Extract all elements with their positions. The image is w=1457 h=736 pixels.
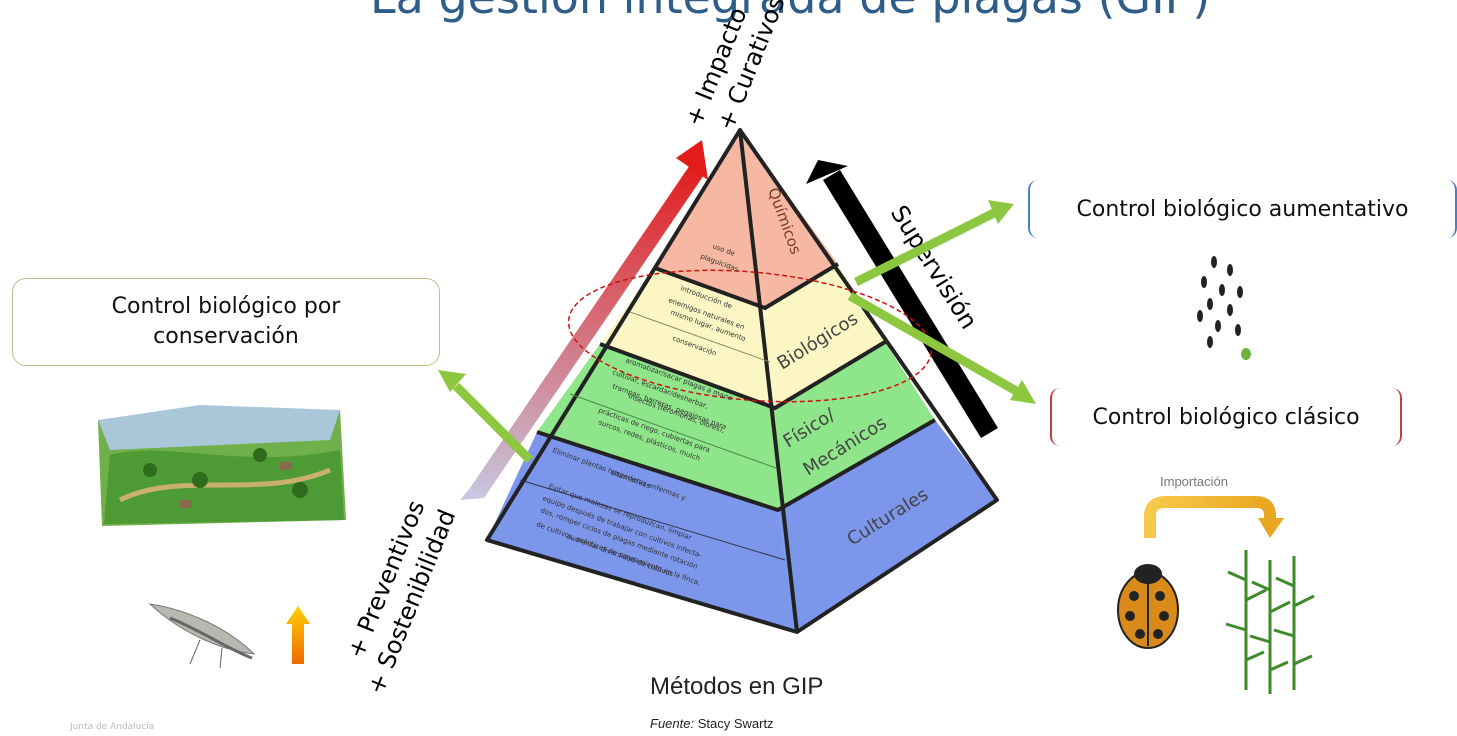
impact-gradient-arrow: [460, 140, 708, 500]
source-label: Fuente:: [650, 716, 695, 731]
supervision-arrow: [806, 160, 998, 438]
layer-culturales-side: [778, 420, 997, 632]
box-control-conservacion: Control biológico por conservación: [12, 278, 440, 366]
layer-culturales-face: [487, 432, 797, 632]
insect-swarm-icon: [1197, 256, 1251, 360]
source-credit: Fuente: Stacy Swartz: [650, 716, 774, 731]
diagram-caption: Métodos en GIP: [650, 673, 824, 700]
green-arrow-conservacion: [438, 370, 534, 464]
watermark: Junta de Andalucía: [70, 722, 155, 732]
box-control-aumentativo: Control biológico aumentativo: [1028, 180, 1457, 238]
green-arrow-aumentativo: [853, 200, 1014, 287]
layer-fisico-face: [537, 344, 778, 510]
corn-plant-icon: [1225, 550, 1315, 694]
landscape-icon: [98, 405, 346, 526]
layer-quimicos-side: [740, 130, 838, 308]
curved-arrow-icon: [1144, 496, 1284, 538]
lacewing-icon: [148, 603, 256, 669]
box-conservacion-line1: Control biológico por: [111, 294, 341, 319]
source-author: Stacy Swartz: [694, 716, 774, 731]
ladybug-icon: [1117, 564, 1179, 649]
layer-biologicos-face: [600, 268, 775, 408]
box-conservacion-line2: conservación: [153, 324, 299, 349]
pyramid: [485, 128, 999, 634]
importacion-label: Importación: [1160, 474, 1228, 489]
green-arrow-clasico: [847, 292, 1036, 404]
up-arrow-icon: [286, 606, 310, 664]
box-control-clasico: Control biológico clásico: [1050, 388, 1402, 446]
layer-quimicos-face: [655, 130, 765, 308]
page-title: La gestión integrada de plagas (GIP): [370, 0, 1210, 24]
label-supervision: Supervisión: [885, 200, 983, 334]
